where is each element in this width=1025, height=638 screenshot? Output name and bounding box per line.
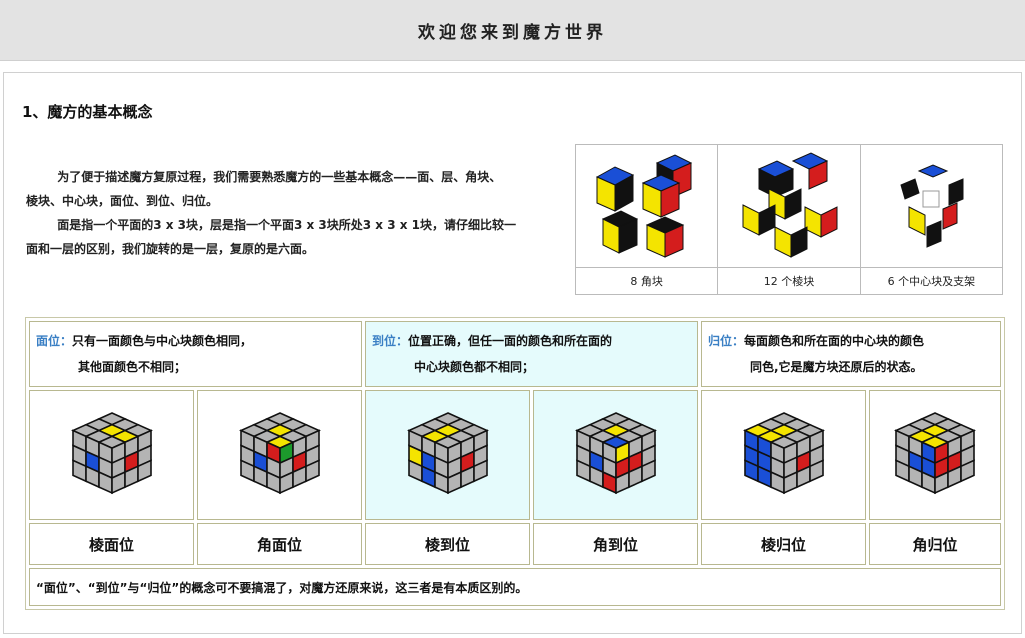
cube-facelet [808,459,824,483]
label-corner-solved: 角归位 [869,523,1001,565]
content-panel: 1、魔方的基本概念 为了便于描述魔方复原过程，我们需要熟悉魔方的一些基本概念——… [3,72,1022,634]
concept-line1: 只有一面颜色与中心块颜色相同， [72,334,253,348]
piece-gallery: 8 角块 12 个棱块 6 个中心块及支架 [574,144,1004,295]
cube-image-cell [197,390,362,520]
concept-line1: 位置正确，但任一面的颜色和所在面的 [408,334,613,348]
center-pieces-image [900,164,964,248]
concept-table: 面位：只有一面颜色与中心块颜色相同， 其他面颜色不相同； 到位：位置正确，但任一… [25,317,1005,610]
concept-in-position: 到位：位置正确，但任一面的颜色和所在面的 中心块颜色都不相同； [365,321,698,387]
concept-term: 到位： [372,334,409,348]
gallery-image-edges [717,144,861,268]
intro-para1-line1: 为了便于描述魔方复原过程，我们需要熟悉魔方的一些基本概念——面、层、角块、 [57,170,502,184]
cube-facelet [304,459,320,483]
concept-face-position: 面位：只有一面颜色与中心块颜色相同， 其他面颜色不相同； [29,321,362,387]
label-corner-in: 角到位 [533,523,698,565]
page-header: 欢迎您来到魔方世界 [0,0,1025,61]
cube-image [574,412,657,495]
cube-facelet [472,459,488,483]
edge-pieces-image [742,152,838,258]
intro-text: 为了便于描述魔方复原过程，我们需要熟悉魔方的一些基本概念——面、层、角块、 棱块… [26,165,574,261]
intro-para2-line1: 面是指一个平面的3 x 3块，层是指一个平面3 x 3块所处3 x 3 x 1块… [57,218,517,232]
gallery-image-corners [574,144,719,268]
concept-note: “面位”、“到位”与“归位”的概念可不要搞混了，对魔方还原来说，这三者是有本质区… [29,568,1001,606]
cube-image-cell [533,390,698,520]
gallery-caption-edges: 12 个棱块 [717,267,861,295]
page-title: 欢迎您来到魔方世界 [418,22,607,43]
intro-para1-line2: 棱块、中心块，面位、到位、归位。 [26,194,219,208]
cube-image-cell [869,390,1001,520]
gallery-caption-centers: 6 个中心块及支架 [859,267,1004,295]
cube-facelet [640,459,656,483]
cube-image-cell [29,390,194,520]
intro-para2-line2: 面和一层的区别，我们旋转的是一层，复原的是六面。 [26,242,315,256]
cube-image-cell [701,390,866,520]
concept-term: 归位： [708,334,745,348]
cube-image [70,412,153,495]
cube-image [406,412,489,495]
cube-image [238,412,321,495]
concept-line1: 每面颜色和所在面的中心块的颜色 [744,334,925,348]
label-edge-solved: 棱归位 [701,523,866,565]
cube-image-cell [365,390,530,520]
label-corner-face: 角面位 [197,523,362,565]
concept-line2: 中心块颜色都不相同； [414,360,535,374]
concept-term: 面位： [36,334,73,348]
corner-pieces-image [595,154,692,258]
cube-facelet [960,459,975,483]
cube-image [894,412,976,495]
concept-line2: 其他面颜色不相同； [78,360,187,374]
gallery-image-centers [859,144,1004,268]
concept-line2: 同色,它是魔方块还原后的状态。 [750,360,923,374]
concept-solved-position: 归位：每面颜色和所在面的中心块的颜色 同色,它是魔方块还原后的状态。 [701,321,1001,387]
label-edge-face: 棱面位 [29,523,194,565]
label-edge-in: 棱到位 [365,523,530,565]
section-title: 1、魔方的基本概念 [22,103,153,121]
gallery-caption-corners: 8 角块 [574,267,719,295]
cube-facelet [136,459,152,483]
cube-image [742,412,825,495]
